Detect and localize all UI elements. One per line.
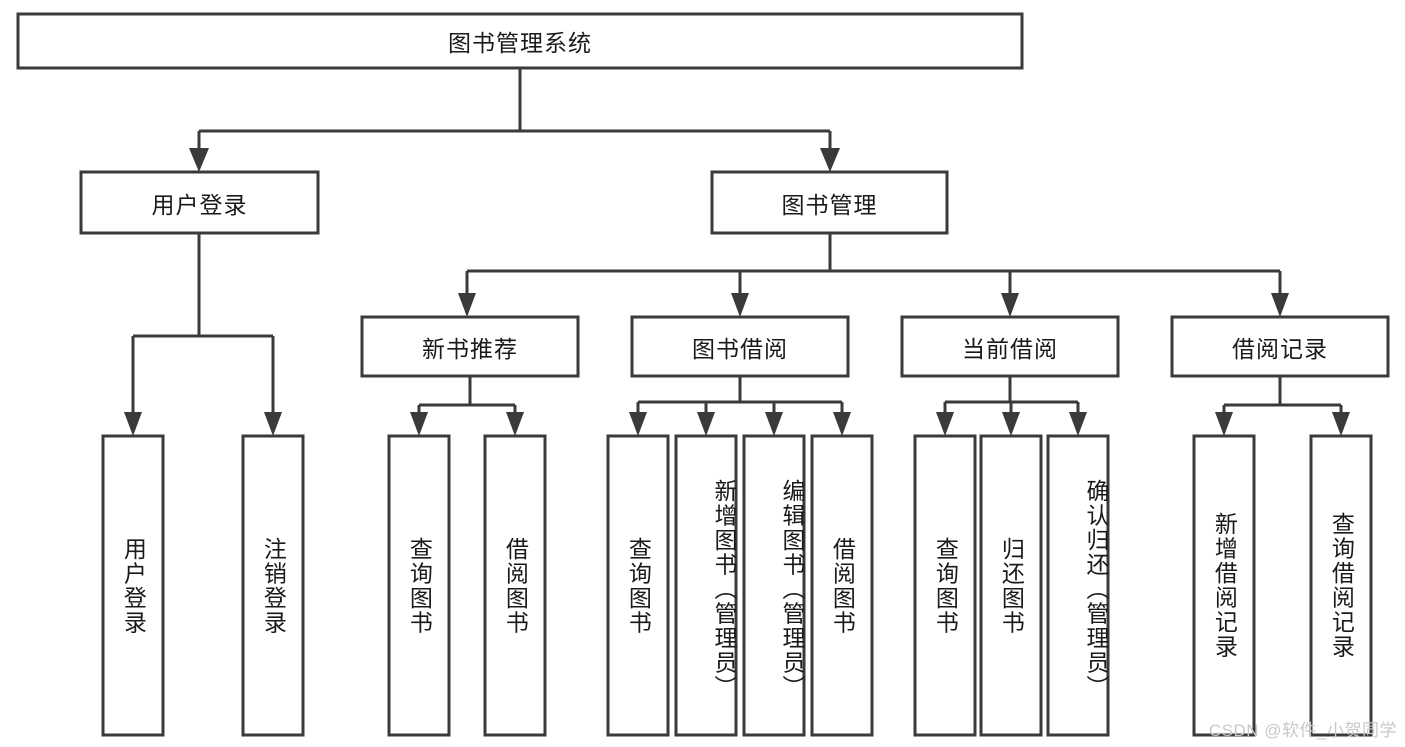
edge-group-user-login-to-leaves bbox=[124, 233, 282, 436]
node-box-borrow-record[interactable] bbox=[1170, 315, 1390, 378]
node-box-book-borrow[interactable] bbox=[630, 315, 850, 378]
edge-group-book-manage-to-level3 bbox=[458, 233, 1289, 317]
arrow-head-book-manage bbox=[820, 148, 840, 172]
node-box-leaf-user-login-1[interactable] bbox=[101, 434, 165, 737]
edge-group-current-borrow-to-leaves bbox=[936, 376, 1087, 436]
edge-group-borrow-record-to-leaves bbox=[1215, 376, 1350, 436]
arrow-head-book-borrow-leaf-1 bbox=[629, 412, 647, 436]
arrow-head-current-borrow bbox=[1001, 293, 1019, 317]
arrow-head-borrow-record-leaf-2 bbox=[1332, 412, 1350, 436]
arrow-head-current-borrow-leaf-3 bbox=[1069, 412, 1087, 436]
edge-group-new-book-to-leaves bbox=[410, 376, 524, 436]
arrow-head-borrow-record bbox=[1271, 293, 1289, 317]
node-box-leaf-new-book-2[interactable] bbox=[483, 434, 547, 737]
node-box-leaf-current-borrow-3[interactable] bbox=[1046, 434, 1110, 737]
node-box-leaf-new-book-1[interactable] bbox=[387, 434, 451, 737]
node-box-leaf-borrow-record-2[interactable] bbox=[1309, 434, 1373, 737]
arrow-head-book-borrow-leaf-3 bbox=[765, 412, 783, 436]
arrow-head-user-login-leaf-2 bbox=[264, 412, 282, 436]
arrow-head-user-login-leaf-1 bbox=[124, 412, 142, 436]
arrow-head-borrow-record-leaf-1 bbox=[1215, 412, 1233, 436]
arrow-head-current-borrow-leaf-2 bbox=[1002, 412, 1020, 436]
node-box-leaf-user-login-2[interactable] bbox=[241, 434, 305, 737]
arrow-head-new-book-leaf-1 bbox=[410, 412, 428, 436]
arrow-head-current-borrow-leaf-1 bbox=[936, 412, 954, 436]
node-box-leaf-book-borrow-2[interactable] bbox=[674, 434, 738, 737]
arrow-head-book-borrow-leaf-2 bbox=[697, 412, 715, 436]
edge-group-root-to-level2 bbox=[189, 69, 840, 172]
node-box-leaf-current-borrow-1[interactable] bbox=[913, 434, 977, 737]
arrow-head-user-login bbox=[189, 148, 209, 172]
arrow-head-book-borrow bbox=[731, 293, 749, 317]
node-box-leaf-borrow-record-1[interactable] bbox=[1192, 434, 1256, 737]
node-box-leaf-current-borrow-2[interactable] bbox=[979, 434, 1043, 737]
node-box-leaf-book-borrow-4[interactable] bbox=[810, 434, 874, 737]
arrow-head-book-borrow-leaf-4 bbox=[833, 412, 851, 436]
node-box-current-borrow[interactable] bbox=[900, 315, 1120, 378]
node-box-root[interactable] bbox=[16, 12, 1024, 70]
edge-group-book-borrow-to-leaves bbox=[629, 376, 851, 436]
arrow-head-new-book-leaf-2 bbox=[506, 412, 524, 436]
node-box-book-manage[interactable] bbox=[710, 170, 949, 235]
node-box-leaf-book-borrow-3[interactable] bbox=[742, 434, 806, 737]
node-box-user-login[interactable] bbox=[79, 170, 320, 235]
arrow-head-new-book bbox=[458, 293, 476, 317]
node-box-leaf-book-borrow-1[interactable] bbox=[606, 434, 670, 737]
node-box-new-book-recommend[interactable] bbox=[360, 315, 580, 378]
